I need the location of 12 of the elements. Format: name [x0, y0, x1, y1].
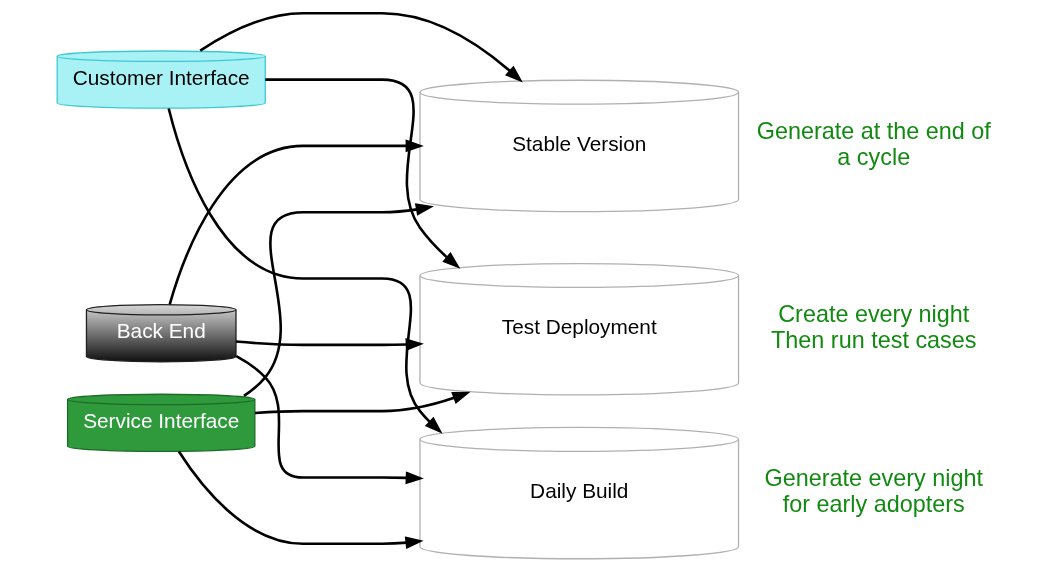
arrow [235, 338, 424, 351]
arrow [199, 11, 523, 83]
arrow [254, 391, 471, 415]
arrow [167, 139, 424, 305]
arrow [235, 354, 424, 485]
arrow [166, 108, 443, 434]
arrow [242, 203, 434, 397]
arrow [177, 450, 424, 550]
arrow [264, 78, 460, 269]
node-label: Create every night Then run test cases [770, 300, 976, 353]
node-label: Generate at the end of a cycle [756, 117, 991, 170]
node-label: Generate every night for early adopters [764, 464, 983, 517]
